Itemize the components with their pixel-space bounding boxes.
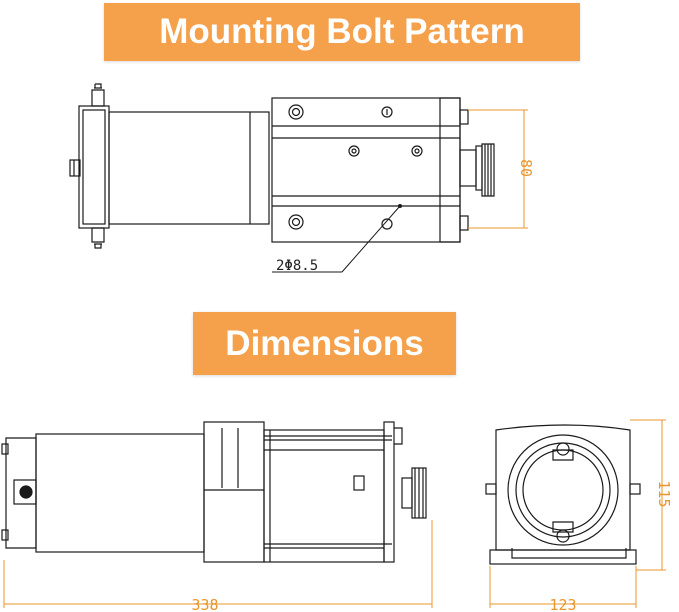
hole-callout-leader bbox=[272, 205, 401, 273]
bolt-spacing-label: 80 bbox=[517, 159, 535, 177]
winch-side-view bbox=[1, 421, 427, 563]
dimensions-title: Dimensions bbox=[193, 312, 456, 375]
dimension-lines bbox=[3, 109, 666, 608]
winch-top-view bbox=[69, 83, 495, 249]
dimensions-title-text: Dimensions bbox=[225, 323, 424, 363]
mounting-title-text: Mounting Bolt Pattern bbox=[159, 12, 525, 51]
mounting-bolt-pattern-title: Mounting Bolt Pattern bbox=[104, 3, 580, 61]
width-label: 123 bbox=[549, 596, 576, 612]
length-label: 338 bbox=[191, 596, 218, 612]
winch-front-view bbox=[485, 424, 641, 565]
bolt-hole-label: 2Φ8.5 bbox=[276, 258, 318, 274]
height-label: 115 bbox=[655, 480, 673, 507]
